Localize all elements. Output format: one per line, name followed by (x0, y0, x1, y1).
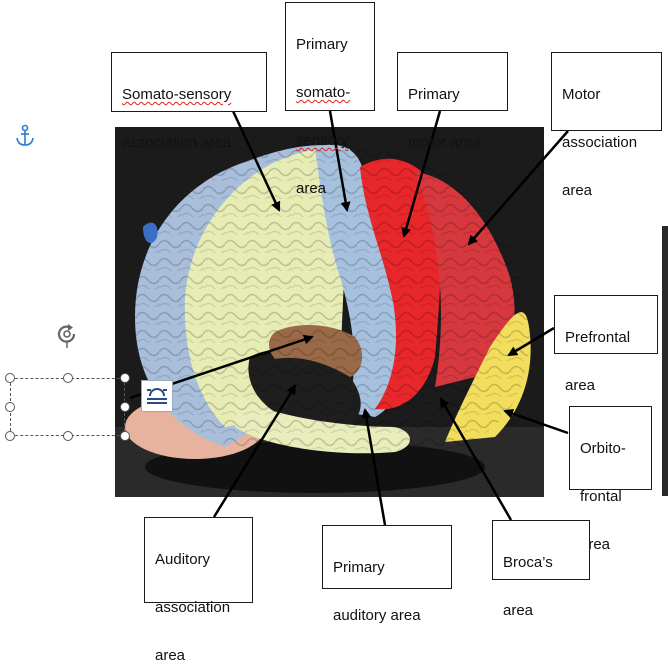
label-primary-somatosensory[interactable]: Primary somato- sensory area (285, 2, 375, 197)
label-line: Prefrontal (565, 329, 631, 346)
resize-handle-bottom-left[interactable] (5, 431, 15, 441)
layout-options-icon (147, 388, 167, 404)
resize-handle-right[interactable] (120, 402, 130, 412)
adjacent-image-edge (662, 226, 668, 496)
label-line: motor area (408, 134, 481, 151)
label-line: association (155, 599, 231, 616)
label-line: Auditory (155, 551, 211, 568)
label-line: area (565, 377, 596, 394)
label-line: area (562, 182, 593, 199)
resize-handle-top-left[interactable] (5, 373, 15, 383)
label-line: Primary (333, 559, 385, 576)
resize-handle-top-right[interactable] (120, 373, 130, 383)
label-line: Somato-sensory (122, 86, 232, 103)
label-line: auditory area (333, 607, 421, 624)
label-line: somato- (296, 84, 351, 101)
label-line: area (296, 180, 327, 197)
resize-handle-left[interactable] (5, 402, 15, 412)
resize-handle-top[interactable] (63, 373, 73, 383)
label-brocas[interactable]: Broca’s area (492, 520, 590, 619)
label-line: area (155, 647, 186, 664)
rotate-handle-icon[interactable] (55, 322, 79, 348)
label-auditory-association[interactable]: Auditory association area (144, 517, 253, 664)
label-line: area (503, 602, 534, 619)
label-line: association area (122, 134, 232, 151)
resize-handle-bottom-right[interactable] (120, 431, 130, 441)
label-primary-motor[interactable]: Primary motor area (397, 52, 508, 151)
label-line: association (562, 134, 638, 151)
label-somato-sensory-association[interactable]: Somato-sensory association area (111, 52, 267, 151)
label-orbitofrontal[interactable]: Orbito- frontal area (569, 406, 652, 553)
label-primary-auditory[interactable]: Primary auditory area (322, 525, 452, 624)
label-line: sensory (296, 132, 349, 149)
label-line: Broca’s (503, 554, 553, 571)
anchor-icon[interactable] (14, 124, 36, 148)
brain-model-photo (115, 127, 544, 497)
label-line: Orbito- (580, 440, 626, 457)
label-motor-association[interactable]: Motor association area (551, 52, 662, 199)
label-line: Motor (562, 86, 601, 103)
label-line: Primary (296, 36, 348, 53)
label-line: frontal (580, 488, 622, 505)
layout-options-button[interactable] (141, 380, 173, 412)
selected-textbox[interactable] (10, 378, 125, 436)
label-prefrontal[interactable]: Prefrontal area (554, 295, 658, 394)
label-line: Primary (408, 86, 460, 103)
brain-illustration (115, 127, 544, 497)
resize-handle-bottom[interactable] (63, 431, 73, 441)
